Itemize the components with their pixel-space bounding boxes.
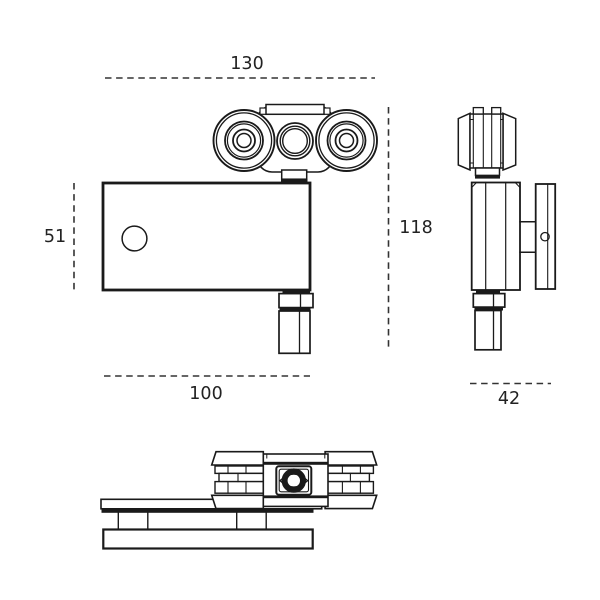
mounting-plate <box>101 181 312 292</box>
wheel-left <box>212 109 276 172</box>
dim-right-height: 118 <box>387 107 433 348</box>
mounting-plate-side <box>534 183 557 290</box>
dim-label-bottom-width: 100 <box>189 384 222 404</box>
housing-top-bar <box>259 103 331 116</box>
bolt-nut <box>278 292 314 309</box>
hanger-body-side <box>470 181 521 291</box>
dimensions: 130 51 118 100 42 <box>44 54 551 409</box>
housing-plan <box>262 453 329 508</box>
dim-label-left-height: 51 <box>44 227 66 247</box>
plate-spacers <box>117 512 267 531</box>
dim-left-height: 51 <box>44 183 75 290</box>
bolt-cylinder <box>278 310 311 355</box>
front-view <box>101 103 378 355</box>
plate-hole-side <box>540 231 550 242</box>
hanger-stem-side <box>474 167 501 179</box>
hanger-stem <box>280 169 308 183</box>
plate-edge-band <box>101 509 314 513</box>
dim-label-right-height: 118 <box>399 218 432 238</box>
wheel-left-plan <box>210 450 265 510</box>
dim-top-width: 130 <box>105 54 375 79</box>
side-view <box>457 106 557 351</box>
hub-ring <box>282 469 306 493</box>
dim-bottom-width: 100 <box>104 375 310 404</box>
roller-side <box>457 106 517 172</box>
dim-side-depth: 42 <box>470 382 551 409</box>
wheel-right <box>315 109 378 172</box>
plate-hole <box>121 225 148 252</box>
plate-bottom-bar <box>102 528 314 550</box>
wheel-right-plan <box>324 450 378 510</box>
adjustment-bolt-side <box>472 290 506 351</box>
center-hub-rings <box>276 122 314 160</box>
adjustment-bolt <box>278 290 314 355</box>
plate-connector <box>519 220 537 254</box>
dim-label-side-depth: 42 <box>498 389 520 409</box>
dim-label-top-width: 130 <box>230 54 263 74</box>
plan-view <box>100 450 378 550</box>
